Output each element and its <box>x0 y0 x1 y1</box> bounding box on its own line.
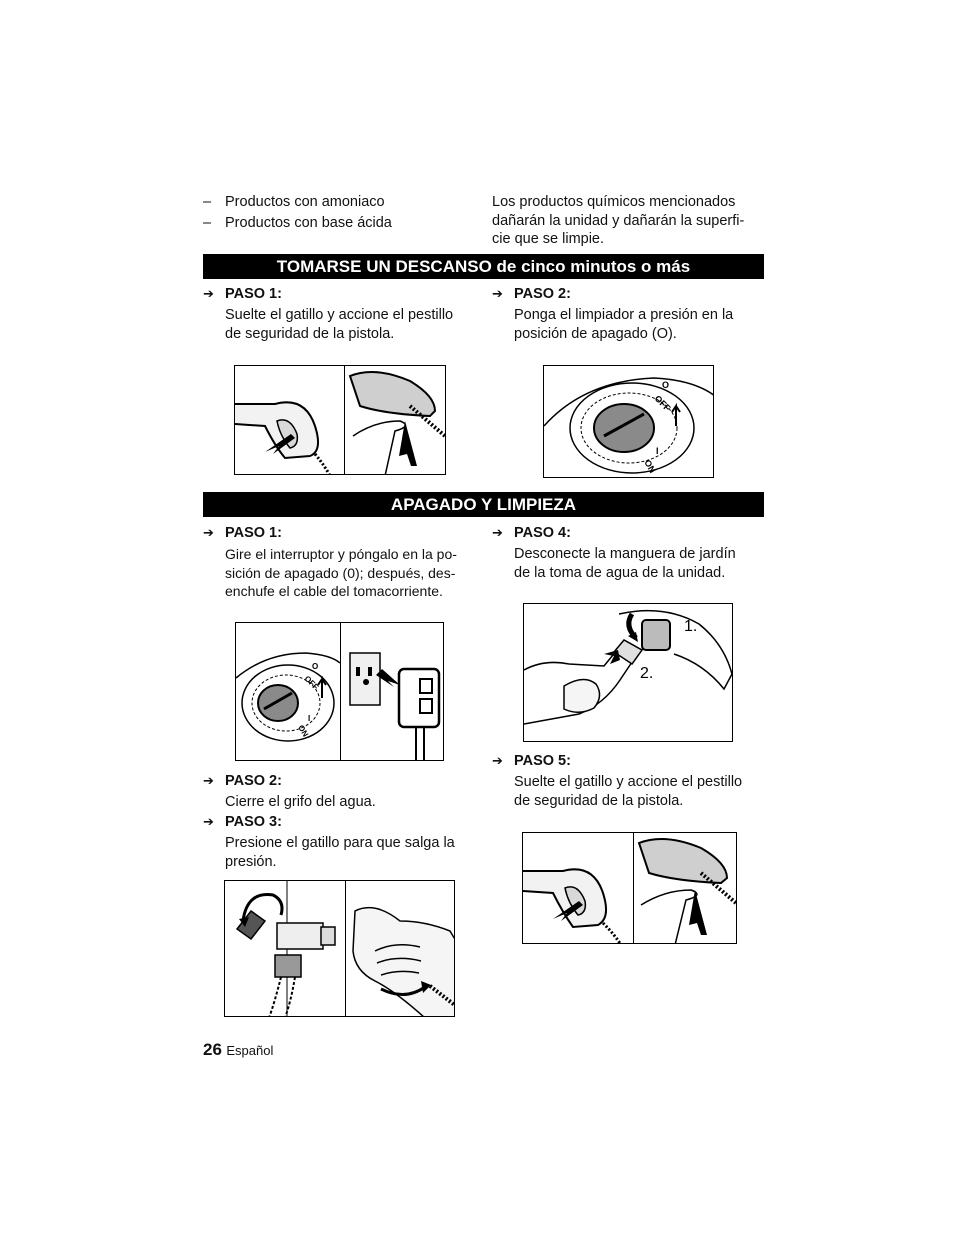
switch-o-label: O <box>312 662 318 671</box>
step-body: Gire el interruptor y póngalo en la po- … <box>225 546 457 599</box>
list-item: –Productos con base ácida <box>203 215 392 231</box>
switch-i-label: I <box>656 446 659 456</box>
switch-unplug-illustration: O OFF I ON <box>235 622 444 761</box>
hose-disconnect-illustration: 1. 2. <box>523 603 733 742</box>
arrow-right-icon: ➔ <box>203 525 214 540</box>
step-heading: ➔PASO 4: <box>492 525 571 541</box>
arrow-right-icon: ➔ <box>492 753 503 768</box>
switch-off-label: OFF <box>653 393 673 413</box>
intro-list: –Productos con amoniaco –Productos con b… <box>203 193 483 233</box>
arrow-right-icon: ➔ <box>492 525 503 540</box>
trigger-latch-illustration <box>522 832 737 944</box>
step-heading: ➔PASO 3: <box>203 814 282 830</box>
section-title-shutdown: APAGADO Y LIMPIEZA <box>203 492 764 517</box>
switch-off-label: OFF <box>303 674 321 692</box>
arrow-right-icon: ➔ <box>203 814 214 829</box>
switch-on-label: ON <box>296 724 310 739</box>
step-heading: ➔PASO 5: <box>492 753 571 769</box>
arrow-right-icon: ➔ <box>492 286 503 301</box>
page-footer: 26 Español <box>203 1040 273 1060</box>
callout-2: 2. <box>640 665 653 682</box>
step-heading: ➔PASO 2: <box>203 773 282 789</box>
step-body: Suelte el gatillo y accione el pestillo … <box>225 307 454 342</box>
faucet-trigger-illustration <box>224 880 455 1017</box>
switch-o-label: O <box>662 380 669 390</box>
step-heading: ➔PASO 2: <box>492 286 571 302</box>
step-body: Cierre el grifo del agua. <box>225 794 376 810</box>
step-body: Desconecte la manguera de jardín de la t… <box>514 546 736 581</box>
list-item: –Productos con amoniaco <box>203 194 385 210</box>
step-body: Ponga el limpiador a presión en la posic… <box>514 307 734 342</box>
page-number: 26 <box>203 1040 222 1059</box>
arrow-right-icon: ➔ <box>203 286 214 301</box>
section-title-break: TOMARSE UN DESCANSO de cinco minutos o m… <box>203 254 764 279</box>
step-body: Suelte el gatillo y accione el pestillo … <box>514 774 743 809</box>
switch-i-label: I <box>308 714 310 723</box>
footer-language: Español <box>226 1043 274 1058</box>
switch-off-illustration: O OFF I ON <box>543 365 714 478</box>
arrow-right-icon: ➔ <box>203 773 214 788</box>
step-heading: ➔PASO 1: <box>203 525 282 541</box>
step-heading: ➔PASO 1: <box>203 286 282 302</box>
trigger-latch-illustration <box>234 365 446 475</box>
step-body: Presione el gatillo para que salga la pr… <box>225 835 455 870</box>
intro-note: Los productos químicos mencionados dañar… <box>492 194 745 247</box>
callout-1: 1. <box>684 618 697 635</box>
